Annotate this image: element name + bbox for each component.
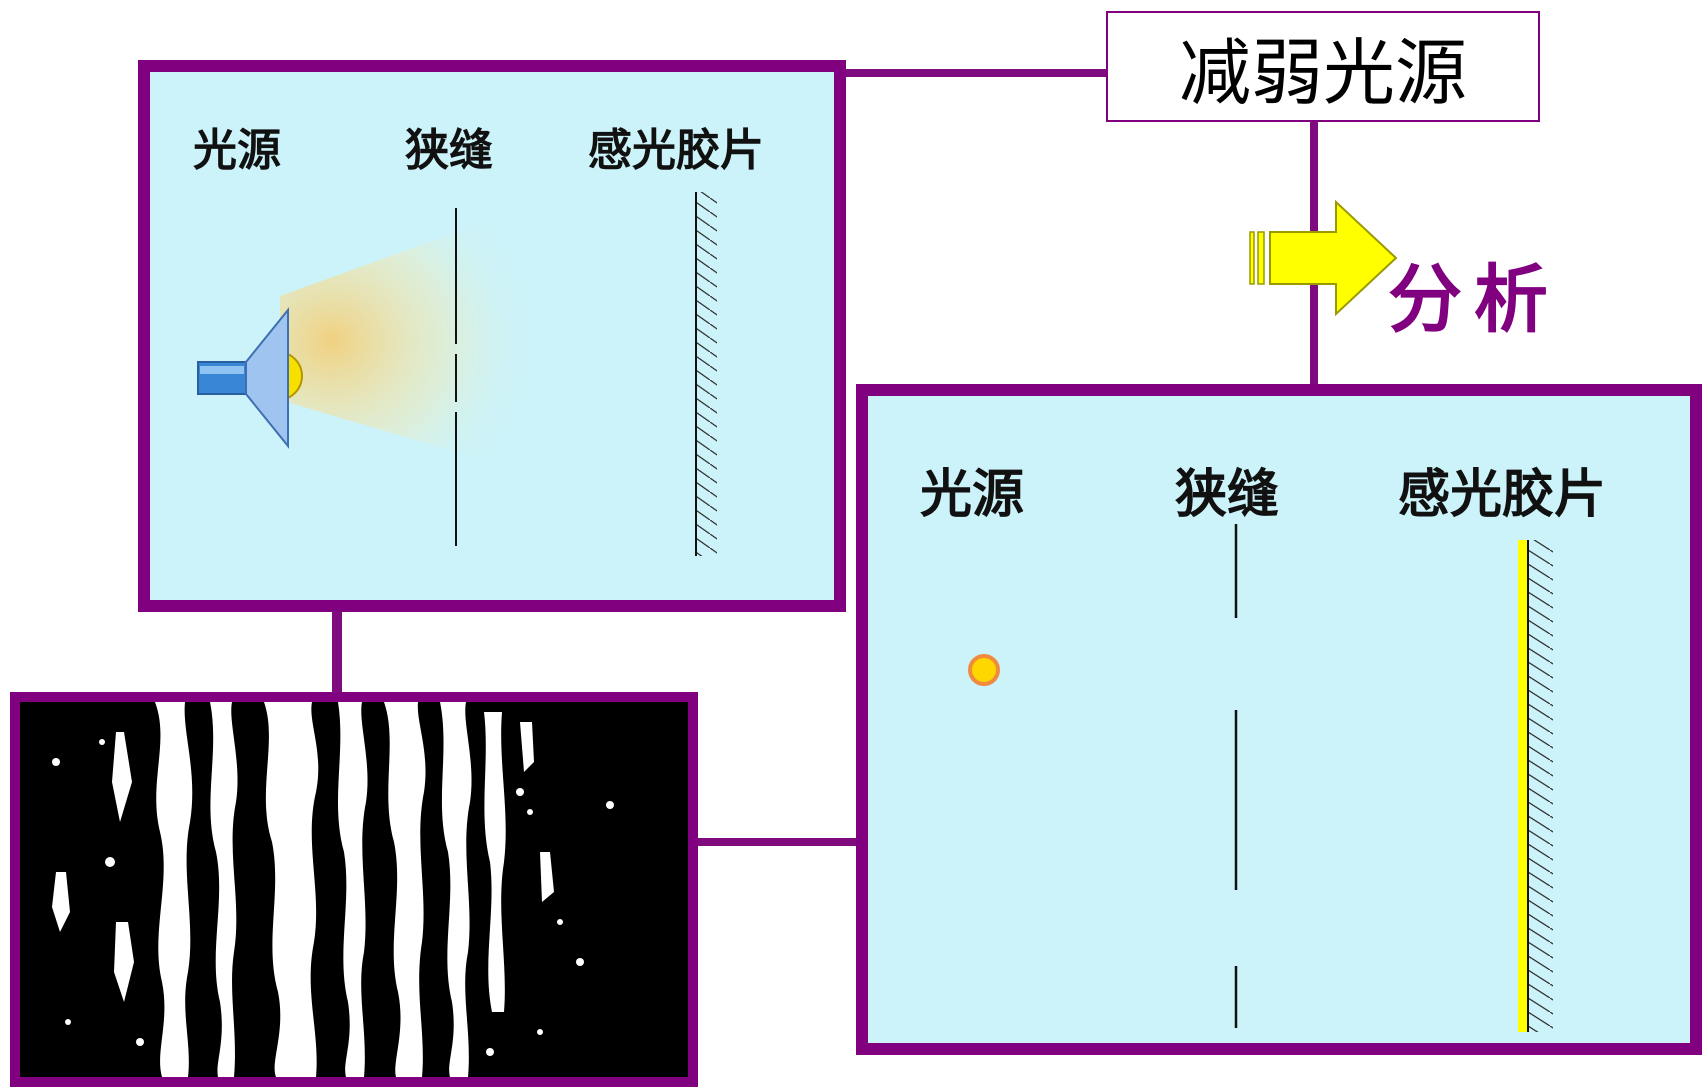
photographic-film: [1518, 540, 1553, 1032]
film-label: 感光胶片: [588, 125, 764, 176]
title-box: 减弱光源: [1106, 11, 1540, 122]
photon-dot-icon: [968, 654, 1000, 686]
right-arrow-icon: [1249, 199, 1398, 317]
fringe-pattern: [20, 702, 688, 1077]
slit-label: 狭缝: [1175, 464, 1280, 525]
connector-pattern-to-bottom-panel: [696, 838, 858, 846]
slit-label: 狭缝: [405, 125, 493, 176]
experiment-panel-weak-source: [856, 384, 1702, 1055]
analysis-label: 分析: [1388, 257, 1560, 343]
title-text: 减弱光源: [1178, 31, 1467, 115]
bottom-panel-drawing: [968, 524, 1553, 1032]
top-panel-drawing: [197, 192, 717, 556]
light-beam: [280, 220, 540, 462]
flashlight-icon: [197, 307, 303, 449]
interference-pattern-image: [10, 692, 698, 1087]
photographic-film: [695, 192, 717, 556]
connector-top-to-pattern: [332, 608, 342, 696]
source-label: 光源: [920, 464, 1025, 525]
connector-top-to-title: [838, 69, 1106, 77]
film-label: 感光胶片: [1398, 464, 1607, 525]
source-label: 光源: [193, 125, 281, 176]
